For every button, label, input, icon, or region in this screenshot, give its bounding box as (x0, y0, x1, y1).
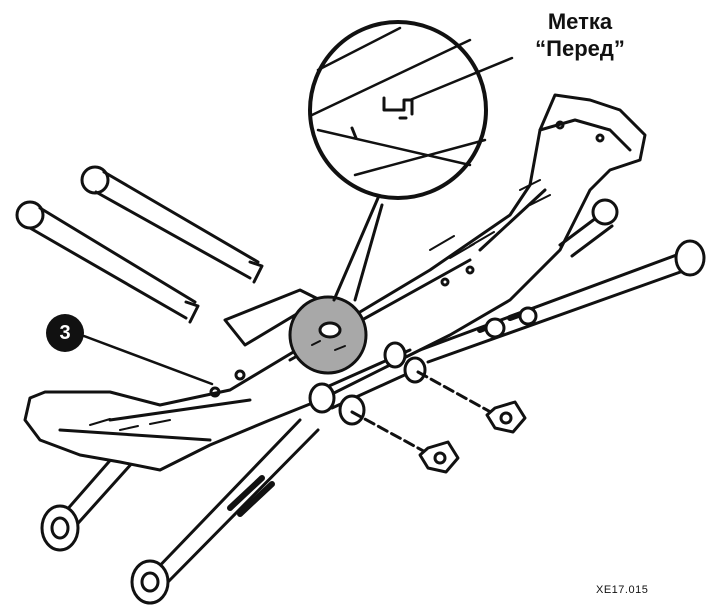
magnifier-line-left (332, 196, 380, 302)
long-bolt-lower (15, 200, 200, 324)
part-number-badge: 3 (46, 314, 84, 352)
strut-right (558, 198, 619, 258)
long-bolt-upper (80, 165, 264, 284)
bolt-nut-lower (350, 410, 460, 474)
front-mark-label: Метка “Перед” (500, 8, 660, 62)
lower-arm-middle (130, 418, 320, 605)
front-mark-label-line1: Метка (547, 9, 613, 34)
front-mark-label-line2: “Перед” (535, 36, 625, 61)
magnifier-line-right (353, 203, 384, 302)
center-bushings (308, 341, 427, 426)
magnifier-circle (308, 20, 488, 200)
bolt-nut-right (416, 370, 527, 434)
front-mark-spot (288, 295, 368, 375)
lateral-arm-right (418, 239, 706, 364)
front-mark-leader (408, 56, 514, 102)
figure-code: XE17.015 (596, 584, 649, 596)
part3-leader (82, 334, 214, 386)
